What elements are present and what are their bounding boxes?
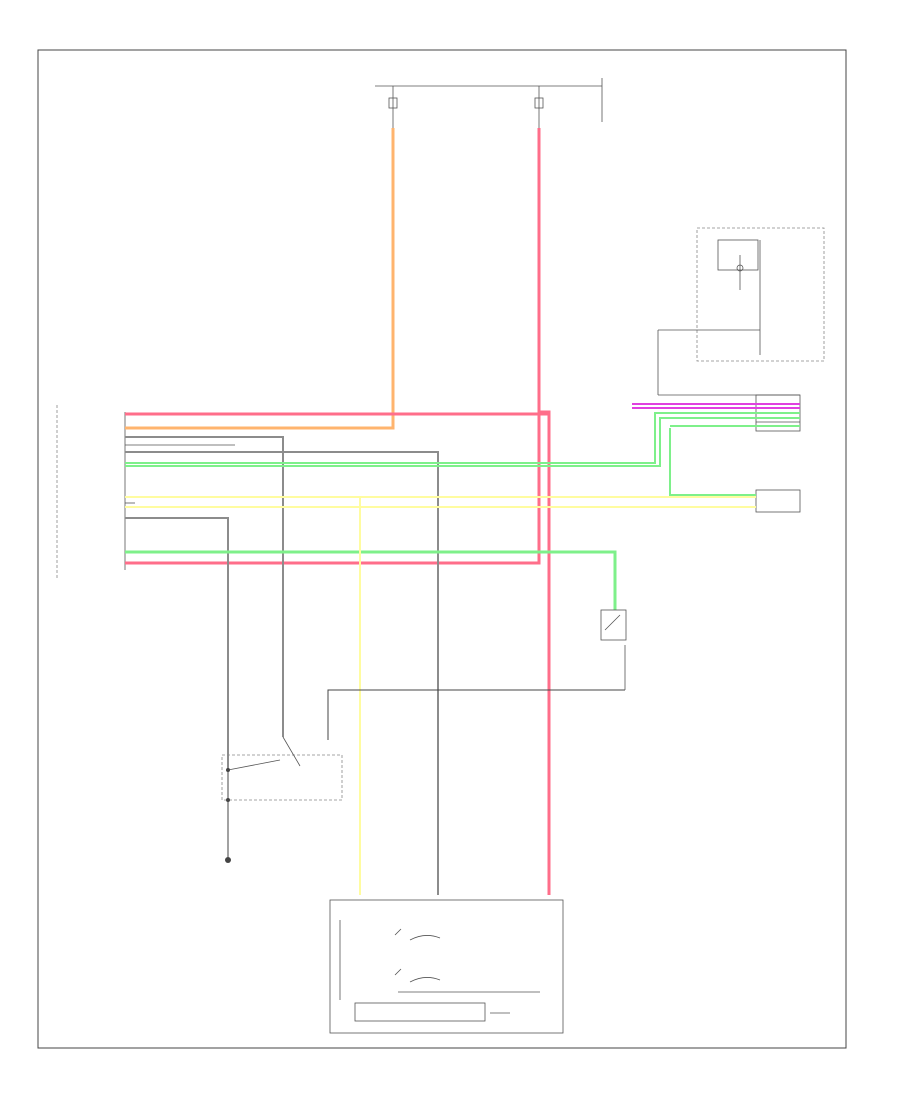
instrument-panel-cluster <box>657 227 825 396</box>
wire-gray-3 <box>125 517 229 770</box>
switch-assembly-left <box>221 736 343 863</box>
wire-orange <box>125 128 395 430</box>
sensor-right <box>600 609 627 690</box>
wire-red <box>537 128 551 895</box>
wire-gray-2 <box>125 451 439 895</box>
body-control-module <box>56 405 235 580</box>
bottom-module <box>329 899 564 1034</box>
wire-green-4 <box>669 428 756 496</box>
wire-red-low <box>125 412 541 565</box>
wire-black-1 <box>327 689 625 740</box>
wire-green-1 <box>125 412 800 464</box>
wire-green-2 <box>125 417 800 467</box>
wire-green-5 <box>125 550 617 610</box>
fuse-block-top <box>375 78 603 128</box>
wire-gray-1 <box>125 436 284 737</box>
diagram-border <box>37 49 847 1049</box>
